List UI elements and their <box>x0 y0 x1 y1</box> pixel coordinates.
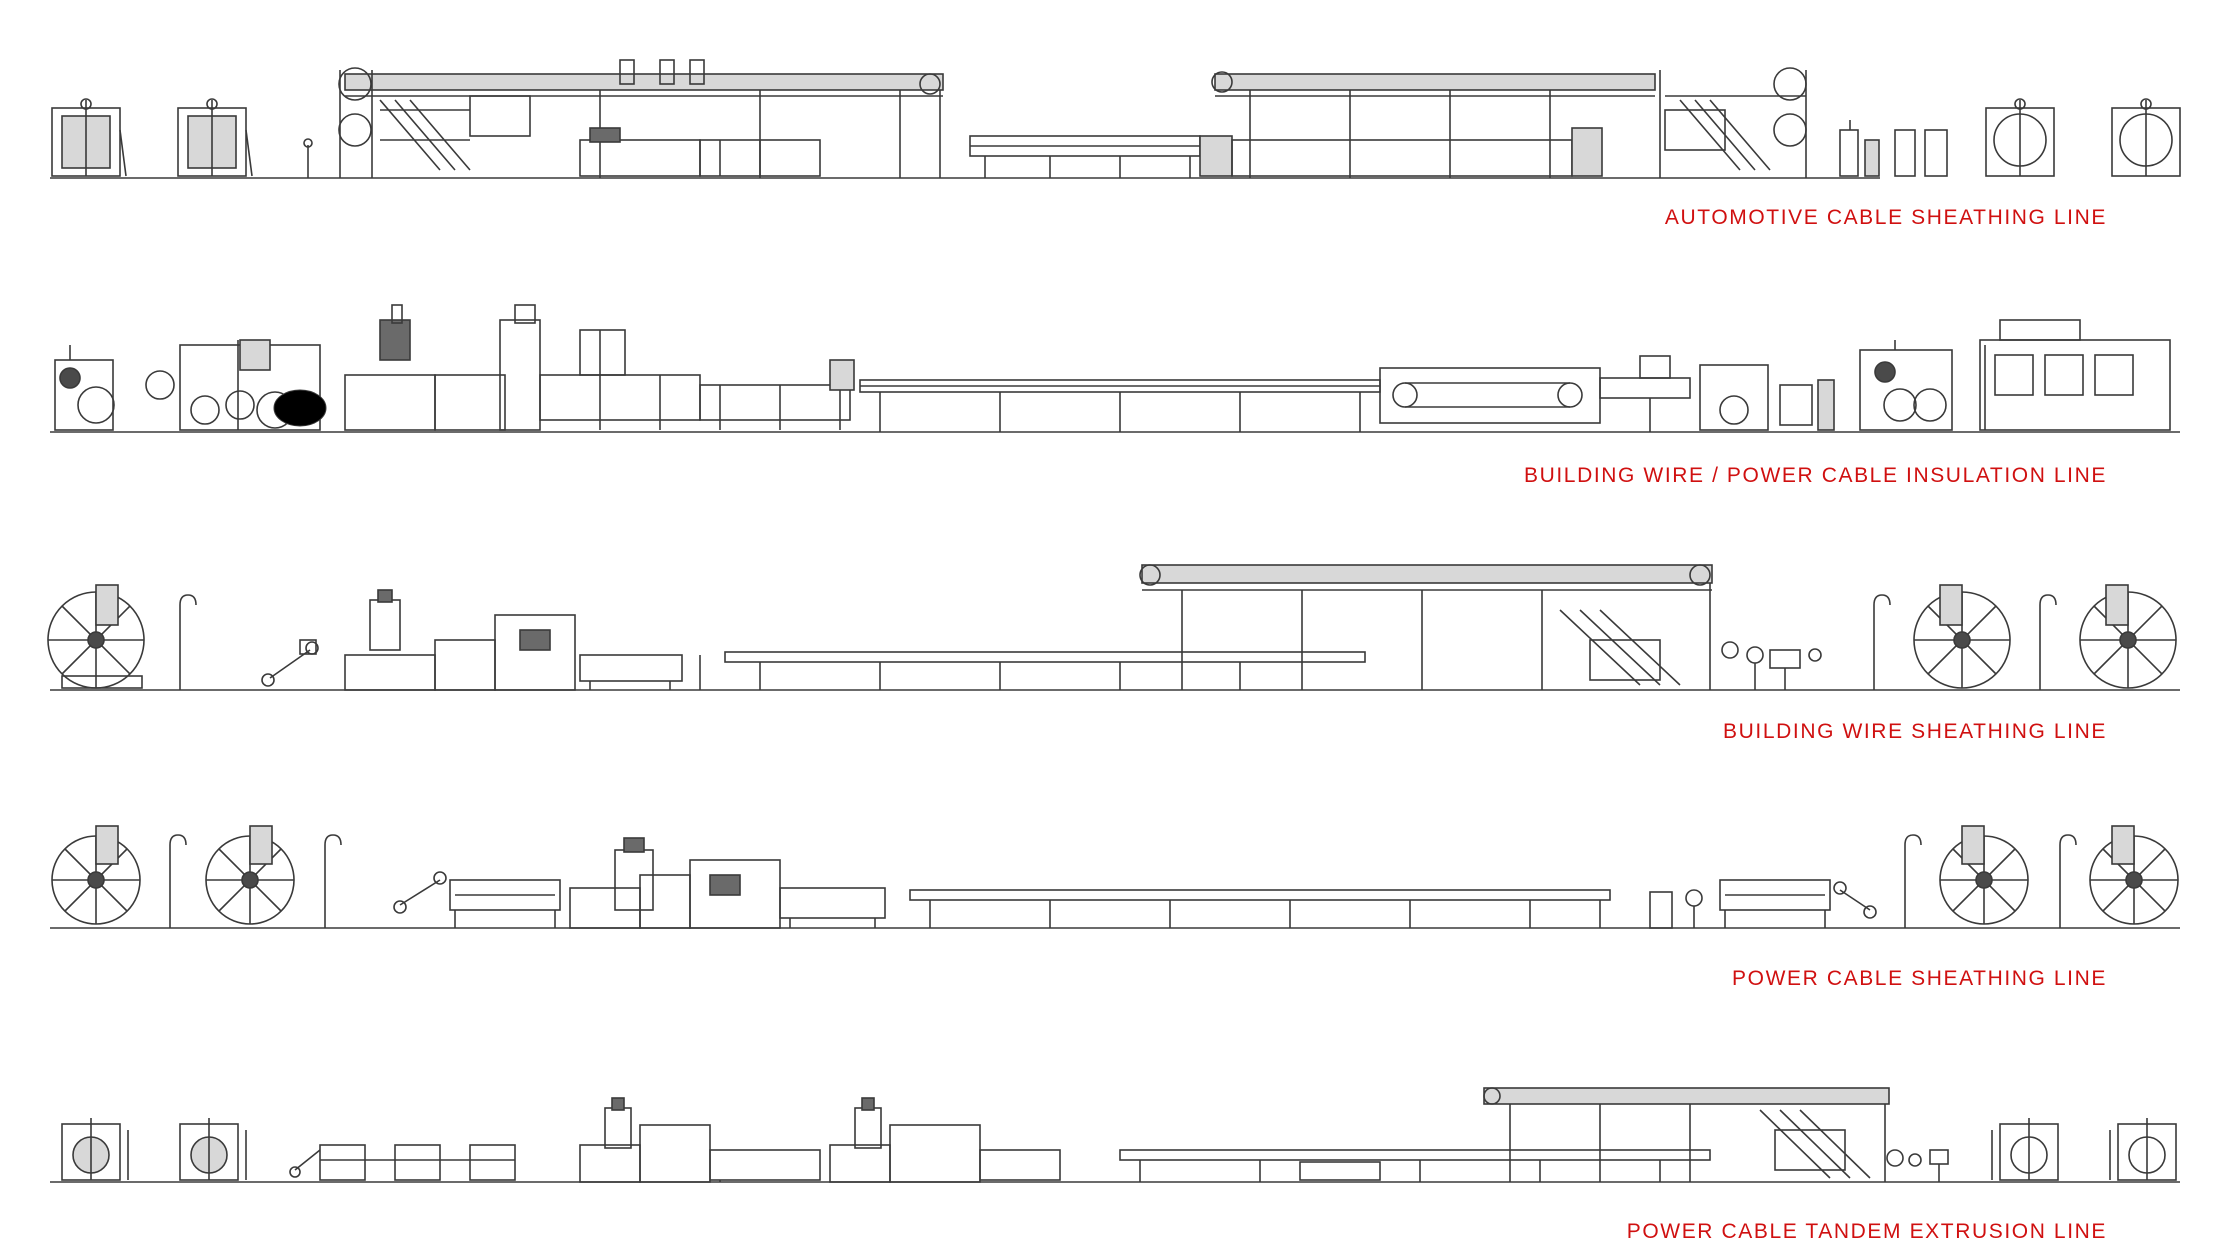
payoff-wheel <box>51 825 141 925</box>
cooling-trough-short <box>579 654 701 690</box>
payoff-stand <box>177 98 253 177</box>
preheater-units <box>289 1144 516 1181</box>
caterpillar-capstan <box>1719 879 1831 928</box>
line-label-building-wire-sheathing: BUILDING WIRE SHEATHING LINE <box>1723 720 2107 743</box>
power-cable-sheathing-line-drawing <box>50 825 2180 929</box>
extruder <box>569 837 781 929</box>
overhead-cooling-conveyor <box>1211 71 1656 178</box>
take-up-wheel <box>2089 825 2179 925</box>
control-cabinet <box>1979 319 2171 431</box>
take-up-wheel <box>1913 584 2011 689</box>
take-up-stand <box>1985 98 2055 177</box>
building-wire-sheathing-line-drawing <box>47 564 2180 691</box>
accumulator-and-cooling-conveyor <box>338 67 944 178</box>
dancer-unit <box>1833 881 1877 919</box>
take-up-unit <box>1859 340 1953 431</box>
overhead-accumulator-conveyor <box>1139 564 1713 690</box>
line-label-building-wire-power-cable-insulation: BUILDING WIRE / POWER CABLE INSULATION L… <box>1523 464 2107 487</box>
line-label-power-cable-sheathing: POWER CABLE SHEATHING LINE <box>1732 967 2107 990</box>
line-label-power-cable-tandem-extrusion: POWER CABLE TANDEM EXTRUSION LINE <box>1626 1220 2107 1243</box>
extruder <box>579 59 821 177</box>
cooling-trough <box>969 135 1233 178</box>
line-label-automotive-cable-sheathing: AUTOMOTIVE CABLE SHEATHING LINE <box>1664 206 2107 229</box>
long-cooling-trough <box>859 379 1381 432</box>
dancer-unit <box>393 871 447 914</box>
extruder-1 <box>579 1097 821 1183</box>
payoff-unit <box>54 345 115 431</box>
spark-tester-and-counter <box>1721 641 1822 690</box>
cooling-trough <box>699 359 855 430</box>
long-cooling-trough <box>1119 1149 1711 1182</box>
payoff-stand <box>51 98 127 177</box>
power-cable-tandem-extrusion-line-drawing <box>50 1087 2180 1183</box>
extruder-2 <box>829 1097 1061 1183</box>
long-cooling-trough <box>724 651 1366 690</box>
take-up-accumulator <box>1659 67 1807 178</box>
capstan-and-accumulator <box>1379 355 1691 432</box>
take-up-stand <box>2111 98 2181 177</box>
extruder <box>344 589 576 691</box>
extruder-group <box>344 304 701 431</box>
take-up-wheel <box>2079 584 2177 689</box>
overhead-accumulator-conveyor <box>1483 1087 1890 1182</box>
payoff-wheel <box>47 584 145 689</box>
take-up-stand <box>1991 1118 2059 1181</box>
automotive-cable-sheathing-line-drawing <box>50 59 2181 179</box>
spark-tester-and-counter <box>1886 1149 1949 1182</box>
payoff-stand <box>61 1118 129 1181</box>
building-wire-power-cable-insulation-line-drawing <box>50 304 2180 433</box>
caterpillar-capstan <box>449 879 561 928</box>
dancer-unit <box>261 639 319 687</box>
wire-drawing-unit <box>145 339 327 431</box>
spark-tester <box>1699 364 1835 431</box>
payoff-wheel <box>205 825 295 925</box>
take-up-stand <box>2109 1118 2177 1181</box>
cooling-trough-short <box>779 887 886 928</box>
take-up-wheel <box>1939 825 2029 925</box>
payoff-stand <box>179 1118 247 1181</box>
long-cooling-trough <box>909 889 1611 928</box>
